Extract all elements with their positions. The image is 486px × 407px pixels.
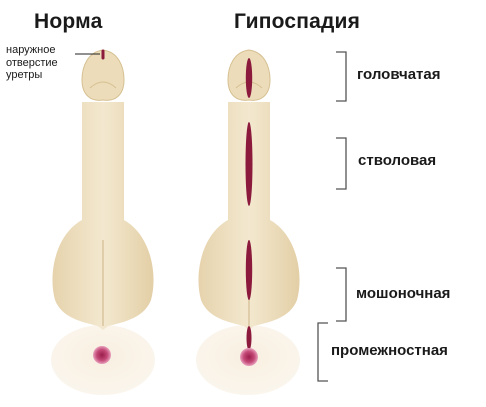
normal-anatomy	[51, 49, 155, 395]
bracket-perineal	[317, 322, 328, 382]
perineal-opening	[246, 326, 252, 350]
hypospadias-title: Гипоспадия	[234, 10, 361, 33]
glans-type-label: головчатая	[357, 66, 441, 83]
bracket-scrotal	[336, 267, 347, 322]
urethral-opening-label: наружное отверстие уретры	[6, 44, 58, 82]
type-brackets	[317, 51, 347, 382]
bracket-glans	[336, 51, 347, 102]
urethral-opening-label-line3: уретры	[6, 69, 43, 81]
glans-opening	[245, 58, 253, 98]
hypospadias-anatomy	[196, 49, 300, 395]
normal-glans-crease	[89, 81, 117, 89]
perineal-type-label: промежностная	[331, 342, 448, 359]
shaft-type-label: стволовая	[358, 152, 437, 169]
scrotal-type-label: мошоночная	[356, 285, 451, 302]
hypo-penis-body	[198, 102, 300, 330]
normal-penis-body	[52, 102, 154, 330]
shaft-opening	[245, 122, 253, 206]
normal-anus	[93, 346, 111, 364]
normal-title: Норма	[34, 10, 103, 33]
scrotal-opening	[245, 240, 253, 300]
normal-glans	[81, 49, 125, 101]
urethral-opening-label-line1: наружное	[6, 44, 56, 56]
hypo-anus	[240, 348, 258, 366]
urethral-opening-label-line2: отверстие	[6, 56, 58, 69]
bracket-shaft	[336, 137, 347, 190]
